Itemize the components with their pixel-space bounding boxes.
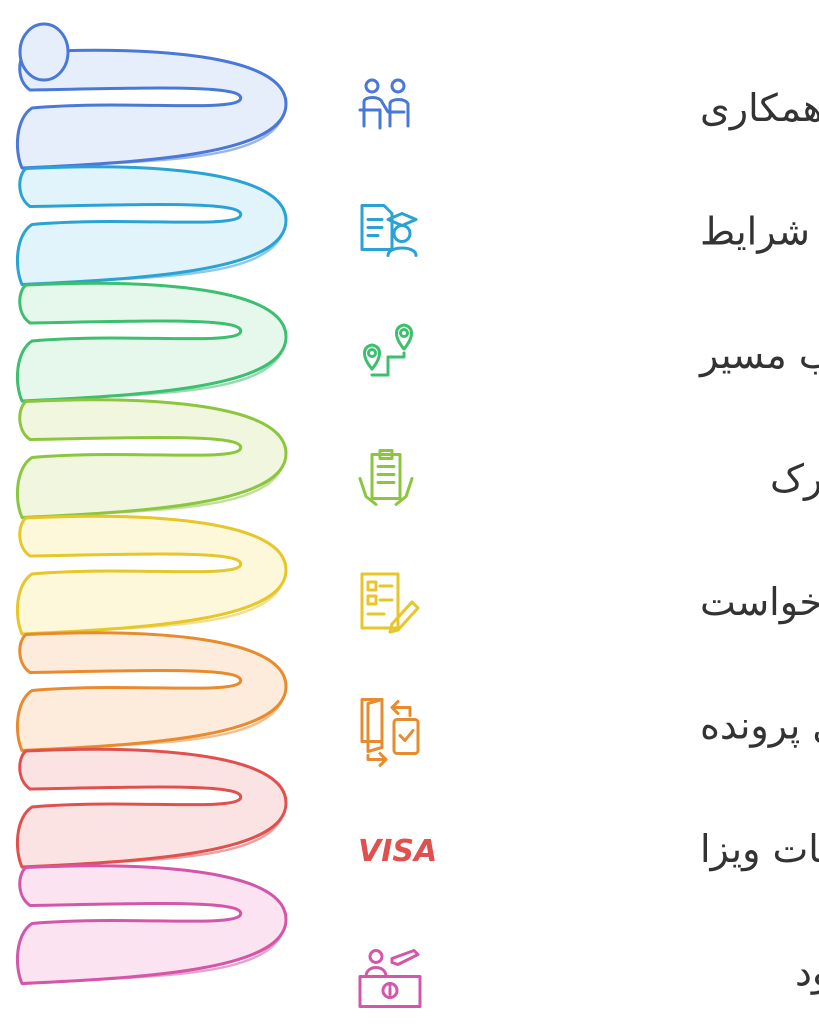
step-row: پیگیری پرونده	[360, 698, 819, 767]
spiral-band-segment	[15, 747, 288, 869]
step-row: تحلیل شرایط	[360, 204, 819, 257]
step-label: پیگیری پرونده	[700, 704, 819, 749]
step-label: آماده‌سازی مدارک	[770, 456, 819, 501]
step-label: ثبت درخواست	[700, 580, 819, 625]
spiral-band-segment	[15, 165, 288, 286]
route-pins-icon	[363, 323, 413, 377]
spiral-band-segment	[15, 864, 288, 985]
form-pencil-icon	[360, 572, 420, 634]
spiral-coil	[15, 22, 288, 986]
spiral-band-segment	[15, 514, 288, 636]
step-label: شروع همکاری	[700, 86, 819, 131]
arrival-desk-icon	[358, 949, 422, 1008]
step-row: ثبت درخواست	[360, 572, 819, 634]
spiral-band-segment	[15, 398, 288, 519]
spiral-band-segment	[15, 631, 288, 752]
step-row: خدمات پس از ورود	[358, 949, 819, 1008]
step-label: تحلیل شرایط	[700, 210, 819, 255]
spiral-band-segment	[15, 48, 288, 170]
step-row: شروع همکاری	[358, 78, 819, 131]
folder-transfer-icon	[360, 698, 420, 767]
step-label: خدمات ویزا	[700, 827, 819, 872]
step-label: خدمات پس از ورود	[795, 951, 819, 996]
step-row: VISA خدمات ویزا	[358, 827, 819, 872]
visa-logo: VISA	[358, 834, 437, 869]
clipboard-hands-icon	[358, 449, 414, 506]
step-row: آماده‌سازی مدارک	[358, 449, 819, 506]
document-graduate-icon	[360, 204, 418, 257]
step-row: انتخاب مسیر	[363, 323, 819, 378]
step-list: شروع همکاری تحلیل شرایط انتخاب مسیر آماده‌س…	[358, 78, 819, 1008]
spiral-band-segment	[15, 281, 288, 403]
collaboration-icon	[358, 78, 410, 130]
step-label: انتخاب مسیر	[698, 333, 819, 378]
spiral-top-opening	[18, 22, 70, 82]
